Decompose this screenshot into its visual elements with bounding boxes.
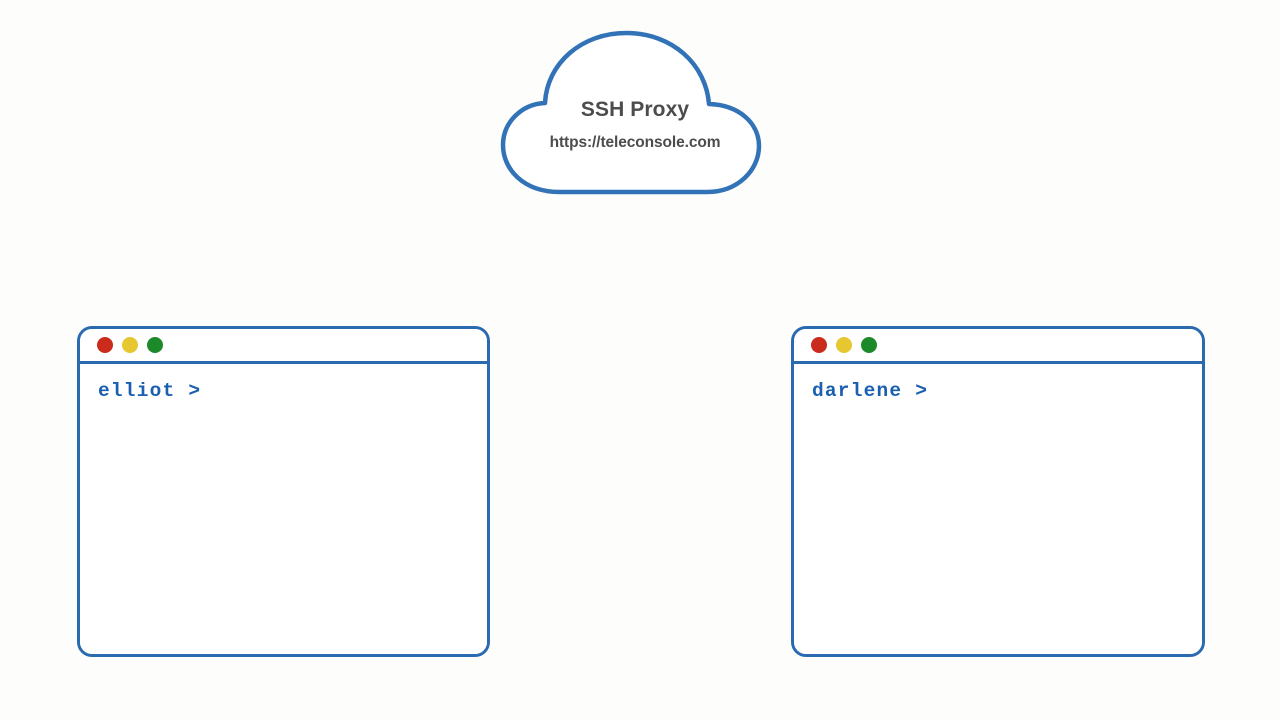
- terminal-body-elliot[interactable]: elliot >: [80, 364, 487, 654]
- terminal-window-elliot[interactable]: elliot >: [77, 326, 490, 657]
- terminal-body-darlene[interactable]: darlene >: [794, 364, 1202, 654]
- minimize-button-icon[interactable]: [836, 337, 852, 353]
- terminal-titlebar-elliot[interactable]: [80, 329, 487, 364]
- zoom-button-icon[interactable]: [147, 337, 163, 353]
- terminal-window-darlene[interactable]: darlene >: [791, 326, 1205, 657]
- zoom-button-icon[interactable]: [861, 337, 877, 353]
- cloud-icon: [500, 30, 762, 195]
- terminal-titlebar-darlene[interactable]: [794, 329, 1202, 364]
- terminal-prompt-elliot: elliot >: [98, 380, 202, 402]
- terminal-prompt-darlene: darlene >: [812, 380, 929, 402]
- close-button-icon[interactable]: [811, 337, 827, 353]
- close-button-icon[interactable]: [97, 337, 113, 353]
- minimize-button-icon[interactable]: [122, 337, 138, 353]
- ssh-proxy-cloud-node: SSH Proxy https://teleconsole.com: [497, 27, 773, 201]
